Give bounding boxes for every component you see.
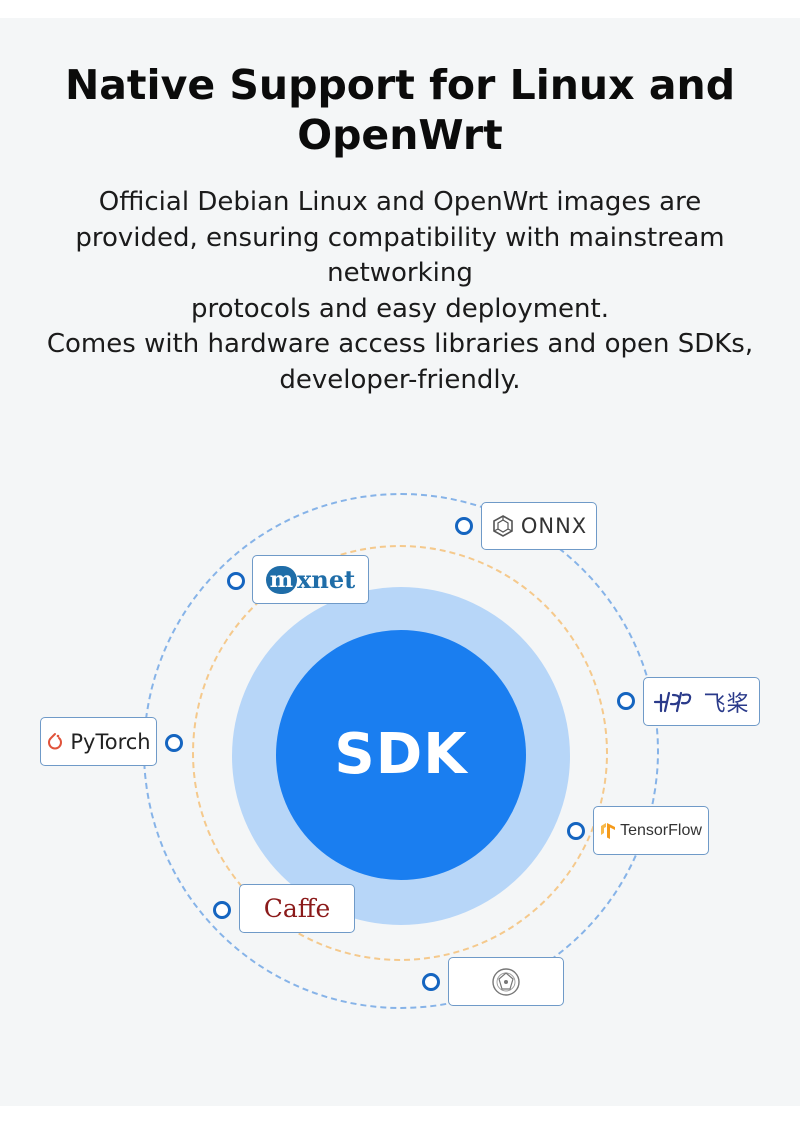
sdk-core-circle — [276, 630, 526, 880]
inner-orbit-ring — [192, 545, 608, 961]
paddle-label: 飞桨 — [703, 691, 750, 717]
caffe-label: Caffe — [263, 894, 331, 923]
caffe-card: Caffe — [239, 884, 355, 933]
pytorch-label: PyTorch — [70, 729, 151, 754]
paddle-card: 飞桨 — [643, 677, 760, 726]
pytorch-card: PyTorch — [40, 717, 157, 766]
tensorflow-label: TensorFlow — [620, 821, 702, 839]
mxnet-card: m xnet — [252, 555, 369, 604]
pytorch-connector-dot — [165, 734, 183, 752]
description-line: protocols and easy deployment. — [191, 293, 609, 324]
pytorch-flame-icon — [48, 732, 63, 749]
page-title: Native Support for Linux and OpenWrt — [64, 61, 736, 159]
onnx-label: ONNX — [520, 514, 588, 538]
circular-emblem-icon — [492, 967, 520, 996]
emblem-card — [448, 957, 564, 1006]
tensorflow-logo-icon — [601, 822, 616, 839]
mxnet-connector-dot — [227, 572, 245, 590]
description: Official Debian Linux and OpenWrt images… — [0, 185, 800, 399]
paddlepaddle-logo-icon — [654, 691, 692, 712]
description-line: developer-friendly. — [279, 364, 521, 395]
tensorflow-connector-dot — [567, 822, 585, 840]
caffe-connector-dot — [213, 901, 231, 919]
description-line: networking — [327, 258, 473, 289]
tensorflow-card: TensorFlow — [593, 806, 709, 855]
emblem-connector-dot — [422, 973, 440, 991]
sdk-label: SDK — [334, 722, 468, 787]
onnx-logo-icon — [493, 515, 513, 537]
paddle-connector-dot — [617, 692, 635, 710]
mxnet-logo-icon: m — [265, 565, 298, 594]
onnx-connector-dot — [455, 517, 473, 535]
mxnet-label: xnet — [297, 565, 356, 594]
description-line: provided, ensuring compatibility with ma… — [75, 222, 725, 253]
onnx-card: ONNX — [481, 502, 597, 550]
description-line: Comes with hardware access libraries and… — [46, 329, 754, 360]
description-line: Official Debian Linux and OpenWrt images… — [98, 187, 702, 217]
